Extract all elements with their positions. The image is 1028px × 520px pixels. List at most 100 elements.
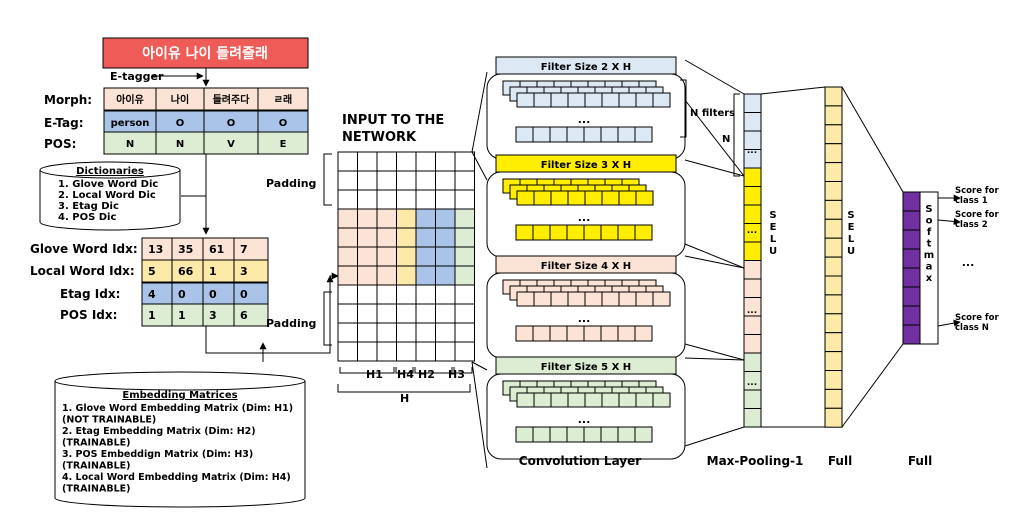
feature-map-cell xyxy=(567,392,586,408)
feature-map-cell xyxy=(532,426,551,443)
padding-bracket-top xyxy=(323,153,332,206)
input-cell xyxy=(357,208,378,229)
feature-map-cell xyxy=(600,224,619,241)
input-cell xyxy=(337,303,358,324)
input-cell xyxy=(357,284,378,305)
dictionaries-title: Dictionaries xyxy=(76,166,144,177)
dictionaries-cylinder-rim xyxy=(39,169,181,179)
maxpool-cell xyxy=(743,93,762,113)
idx-pos-cell-text: 1 xyxy=(148,309,156,322)
softmax-cell xyxy=(902,248,921,269)
pool-to-full-line xyxy=(760,86,826,95)
embedding-line: 2. Etag Embedding Matrix (Dim: H2) xyxy=(62,426,256,437)
input-cell xyxy=(337,208,358,229)
feature-map-cell xyxy=(652,291,671,307)
n-label: N xyxy=(722,134,730,145)
idx-local-cell xyxy=(202,259,235,283)
feature-map-cell xyxy=(549,426,568,443)
full-layer-cell xyxy=(824,294,843,315)
idx-pos-cell-text: 1 xyxy=(178,309,186,322)
feature-map-cell xyxy=(515,224,534,241)
input-cell xyxy=(435,227,456,248)
feature-map-cell xyxy=(533,92,552,108)
conv-to-pool-line xyxy=(684,99,745,177)
h2-bracket xyxy=(414,367,453,374)
input-cell xyxy=(415,189,436,210)
input-cell xyxy=(415,208,436,229)
etagger-label: E-tagger xyxy=(110,70,164,83)
feature-map-cell xyxy=(567,190,586,206)
full-layer-cell xyxy=(824,237,843,258)
full-layer-cell xyxy=(824,105,843,126)
feature-map-cell xyxy=(601,92,620,108)
input-cell xyxy=(415,151,436,172)
embedding-line: (NOT TRAINABLE) xyxy=(62,415,156,426)
idx-local-cell xyxy=(233,259,269,283)
input-cell xyxy=(454,341,475,362)
full-layer-cell xyxy=(824,181,843,201)
feature-map-cell xyxy=(532,224,551,241)
conv-to-pool-line xyxy=(684,243,745,269)
input-cell xyxy=(376,170,397,191)
idx-etag-cell-text: 0 xyxy=(178,288,186,301)
input-cell xyxy=(376,246,397,267)
input-cell xyxy=(435,341,456,362)
padding-bracket-bottom xyxy=(323,291,332,346)
row-label-pos: POS: xyxy=(44,137,76,151)
feature-map-cell xyxy=(618,392,637,408)
input-cell xyxy=(357,170,378,191)
input-cell xyxy=(396,208,417,229)
input-cell xyxy=(435,284,456,305)
feature-map-cell xyxy=(550,190,569,206)
feature-map-cell xyxy=(550,291,569,307)
input-cell xyxy=(415,284,436,305)
sentence-box xyxy=(102,37,309,69)
idx-glove-cell-text: 13 xyxy=(148,243,163,256)
softmax-cell xyxy=(902,305,921,326)
input-cell xyxy=(415,246,436,267)
idx-glove-cell-text: 35 xyxy=(178,243,193,256)
h-total-bracket xyxy=(337,384,471,393)
filter-title-box xyxy=(495,356,677,375)
dictionaries-item: 3. Etag Dic xyxy=(58,201,119,212)
feature-map-cell xyxy=(566,224,585,241)
full-layer-cell xyxy=(824,388,843,409)
feature-map-cell xyxy=(549,224,568,241)
conv-to-pool-line xyxy=(684,59,745,95)
filter-title: Filter Size 5 X H xyxy=(541,362,631,373)
feature-map-cell xyxy=(516,291,535,307)
softmax-cell xyxy=(902,210,921,231)
idx-etag-cell-text: 4 xyxy=(148,288,156,301)
feature-map-cell xyxy=(652,392,671,408)
dictionaries-cylinder xyxy=(39,161,181,231)
full-layer-cell xyxy=(824,124,843,145)
score-arrow-2 xyxy=(937,217,961,225)
maxpool-dots: ... xyxy=(747,226,757,236)
conv-to-pool-line xyxy=(684,159,745,177)
embedding-line: (TRAINABLE) xyxy=(62,438,130,449)
feature-map-cell xyxy=(634,126,653,143)
idx-local-cell-text: 5 xyxy=(148,265,156,278)
etag-cell-text: O xyxy=(227,118,236,129)
input-cell xyxy=(396,341,417,362)
softmax-cell xyxy=(902,229,921,250)
input-cell xyxy=(415,265,436,286)
idx-local-cell-text: 1 xyxy=(209,265,217,278)
feature-map-cell xyxy=(617,325,636,342)
input-cell xyxy=(396,170,417,191)
filter-dots: ... xyxy=(578,113,591,126)
input-cell xyxy=(454,170,475,191)
full-layer-cell xyxy=(824,218,843,239)
input-cell xyxy=(396,227,417,248)
full-layer-cell xyxy=(824,351,843,372)
idx-label-local: Local Word Idx: xyxy=(30,264,135,278)
softmax-label-box xyxy=(919,191,939,345)
input-to-conv-line xyxy=(471,361,488,469)
pos-cell-text: N xyxy=(176,139,184,150)
h2-label: H2 xyxy=(418,368,435,381)
input-cell xyxy=(376,265,397,286)
input-cell xyxy=(396,189,417,210)
input-cell xyxy=(396,265,417,286)
